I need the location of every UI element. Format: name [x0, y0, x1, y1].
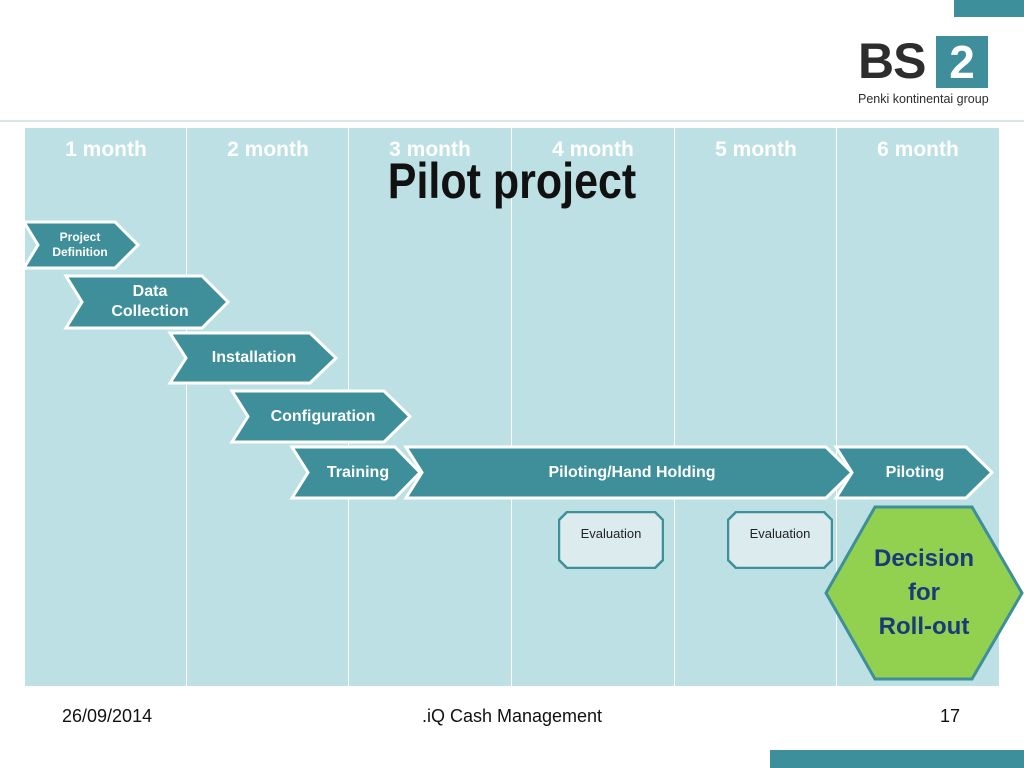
- evaluation-label: Evaluation: [749, 525, 811, 541]
- company-logo: BS 2 Penki kontinentai group: [858, 33, 989, 112]
- bottom-accent-bar: [770, 750, 1024, 768]
- column-divider: [674, 128, 675, 686]
- phase-training: Training: [289, 445, 423, 500]
- phase-installation: Installation: [167, 331, 339, 385]
- decision-hexagon: Decision for Roll-out: [824, 504, 1024, 682]
- column-divider: [511, 128, 512, 686]
- logo-text: BS: [858, 33, 926, 89]
- month-header-4: 4 month: [552, 138, 634, 161]
- phase-label: Piloting/Hand Holding: [548, 463, 716, 481]
- evaluation-label: Evaluation: [580, 525, 642, 541]
- column-divider: [186, 128, 187, 686]
- month-header-5: 5 month: [715, 138, 797, 161]
- logo-box: 2: [936, 36, 988, 88]
- timeline-grid: 1 month 2 month 3 month 4 month 5 month …: [25, 128, 999, 686]
- phase-label: Piloting: [885, 463, 945, 481]
- decision-line1: Decision: [873, 545, 975, 572]
- phase-label: Installation: [211, 349, 297, 366]
- phase-project-definition: Project Definition: [21, 220, 141, 270]
- phase-piloting-hand-holding: Piloting/Hand Holding: [403, 445, 855, 500]
- month-header-3: 3 month: [389, 138, 471, 161]
- month-header-2: 2 month: [227, 138, 309, 161]
- footer-title: .iQ Cash Management: [421, 706, 603, 726]
- phase-label-line2: Definition: [52, 245, 108, 259]
- evaluation-marker-2: Evaluation: [727, 511, 833, 569]
- top-accent-bar: [954, 0, 1024, 17]
- phase-label: Configuration: [270, 407, 376, 425]
- phase-label: Training: [326, 463, 390, 481]
- column-divider: [836, 128, 837, 686]
- phase-label-line1: Project: [59, 230, 101, 244]
- evaluation-marker-1: Evaluation: [558, 511, 664, 569]
- phase-configuration: Configuration: [229, 389, 413, 444]
- slide-number: 17: [940, 706, 961, 726]
- logo-tagline: Penki kontinentai group: [858, 92, 989, 106]
- phase-label-line2: Collection: [111, 303, 189, 320]
- decision-line2: for: [908, 579, 940, 606]
- page-title: Pilot project: [387, 153, 637, 209]
- decision-label: Decision for Roll-out: [824, 504, 1024, 682]
- footer-date: 26/09/2014: [62, 706, 153, 726]
- month-header-1: 1 month: [65, 138, 147, 161]
- month-header-6: 6 month: [877, 138, 959, 161]
- phase-label-line1: Data: [132, 283, 168, 300]
- decision-line3: Roll-out: [878, 613, 970, 640]
- header-divider: [0, 120, 1024, 122]
- phase-data-collection: Data Collection: [63, 274, 231, 330]
- phase-piloting: Piloting: [833, 445, 995, 500]
